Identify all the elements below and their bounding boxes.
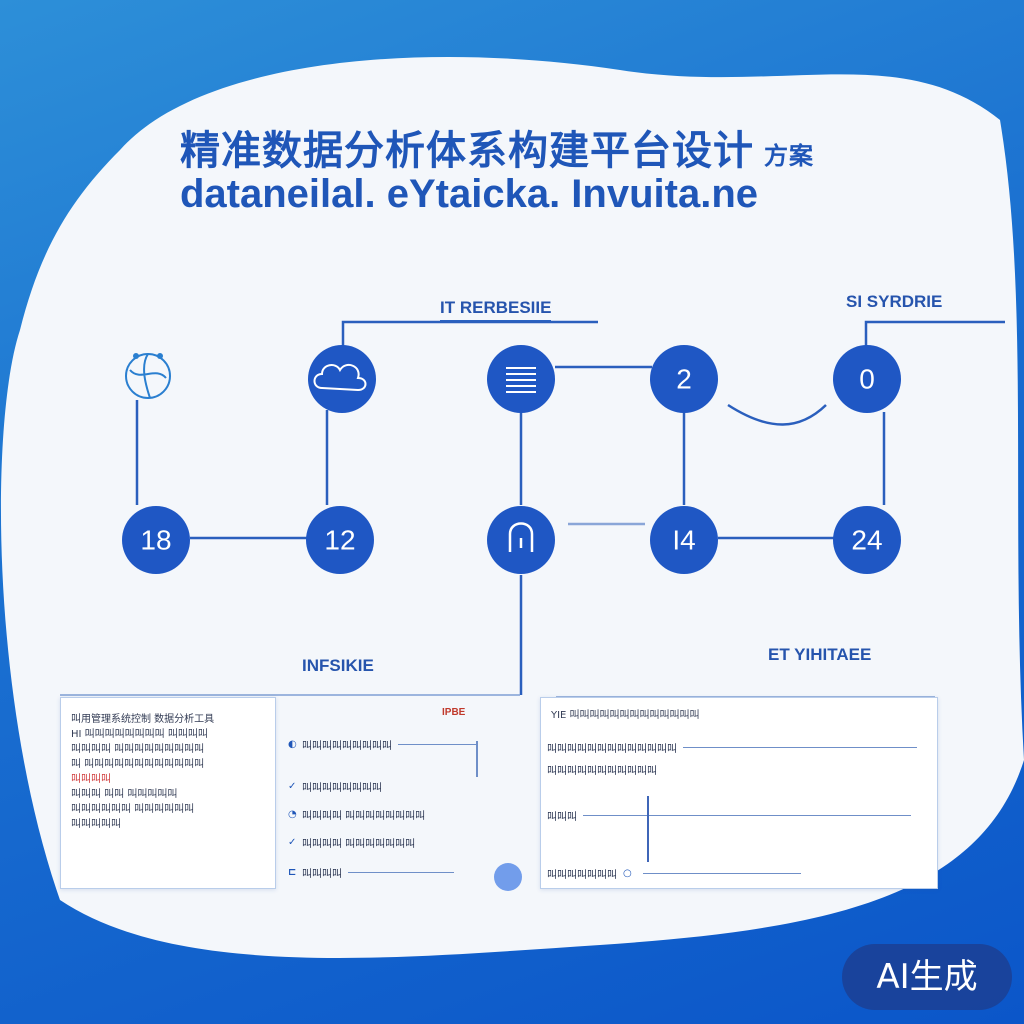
check-icon: ✓: [288, 836, 297, 848]
document-lines-icon: [506, 367, 536, 393]
bracket-icon: ⊏: [288, 866, 297, 878]
node-bot-1: 18: [122, 506, 190, 574]
panel-right-row-1[interactable]: 叫叫叫叫叫叫叫叫叫叫叫叫叫: [547, 736, 917, 758]
title-chinese: 精准数据分析体系构建平台设计方案: [180, 128, 814, 174]
panel-right-header: YIE 叫叫叫叫叫叫叫叫叫叫叫叫叫: [551, 710, 700, 721]
panel-right-row-2[interactable]: 叫叫叫叫叫叫叫叫叫叫叫: [547, 765, 657, 777]
checklist-row-3[interactable]: ◔叫叫叫叫 叫叫叫叫叫叫叫叫: [288, 808, 426, 822]
node-bot-4: I4: [650, 506, 718, 574]
panel-middle: IPBE ◐叫叫叫叫叫叫叫叫叫 ✓叫叫叫叫叫叫叫叫 ◔叫叫叫叫 叫叫叫叫叫叫叫叫…: [288, 705, 496, 885]
check-icon: ✓: [288, 780, 297, 792]
panel-right-row-3[interactable]: 叫叫叫: [547, 804, 911, 826]
checklist-row-4[interactable]: ✓叫叫叫叫 叫叫叫叫叫叫叫: [288, 836, 416, 850]
circle-icon: ◐: [288, 738, 297, 750]
node-document: [487, 345, 555, 413]
node-top-4: 2: [650, 345, 718, 413]
panel-right-row-4[interactable]: 叫叫叫叫叫叫叫○: [547, 862, 801, 884]
connector-lines: [135, 320, 1005, 695]
panel-left: 叫用管理系统控制 数据分析工具 HI 叫叫叫叫叫叫叫叫 叫叫叫叫 叫叫叫叫 叫叫…: [60, 697, 276, 889]
label-mid-right: ET YIHITAEE: [768, 645, 872, 664]
ai-generated-badge: AI生成: [842, 944, 1012, 1010]
checklist-row-5[interactable]: ⊏叫叫叫叫: [288, 861, 454, 883]
circle-icon: ○: [623, 867, 632, 879]
panel-left-text: 叫用管理系统控制 数据分析工具 HI 叫叫叫叫叫叫叫叫 叫叫叫叫 叫叫叫叫 叫叫…: [71, 714, 215, 830]
label-top-right: SI SYRDRIE: [846, 292, 943, 311]
node-bot-1-label: 18: [140, 525, 171, 556]
circle-icon: ◔: [288, 808, 297, 820]
scroll-track[interactable]: [464, 741, 478, 777]
panel-flag: IPBE: [442, 707, 466, 718]
node-bot-3: [487, 506, 555, 574]
node-cloud: [308, 345, 376, 413]
label-mid-left: INFSIKIE: [302, 656, 374, 675]
title-english: dataneilal. eYtaicka. Invuita.ne: [180, 172, 759, 216]
slider-knob[interactable]: [494, 863, 522, 891]
cloud-icon: [313, 363, 367, 392]
node-top-5-label: 0: [859, 364, 875, 395]
node-bot-5-label: 24: [851, 525, 882, 556]
checklist-row-1[interactable]: ◐叫叫叫叫叫叫叫叫叫: [288, 733, 478, 755]
lock-icon: [508, 522, 534, 552]
panel-right-vertical-rule: [647, 796, 649, 862]
node-bot-5: 24: [833, 506, 901, 574]
panel-right: YIE 叫叫叫叫叫叫叫叫叫叫叫叫叫 叫叫叫叫叫叫叫叫叫叫叫叫叫 叫叫叫叫叫叫叫叫…: [540, 697, 938, 889]
node-top-4-label: 2: [676, 364, 692, 395]
node-bot-4-label: I4: [672, 525, 695, 556]
node-globe: [125, 353, 171, 399]
node-bot-2: 12: [306, 506, 374, 574]
node-bot-2-label: 12: [324, 525, 355, 556]
checklist-row-2[interactable]: ✓叫叫叫叫叫叫叫叫: [288, 780, 382, 794]
node-top-5: 0: [833, 345, 901, 413]
